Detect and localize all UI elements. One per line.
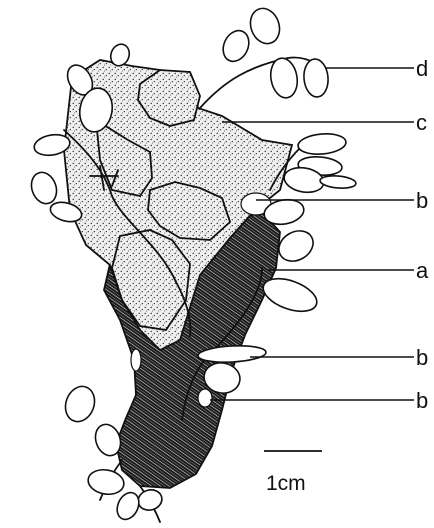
label-b-lower: b: [416, 388, 428, 413]
label-c: c: [416, 110, 427, 135]
label-a: a: [416, 258, 429, 283]
scale-bar-label: 1cm: [266, 472, 306, 495]
label-d: d: [416, 56, 428, 81]
stem-top: [200, 57, 322, 108]
hole-b-middle: [131, 349, 141, 371]
label-b-middle: b: [416, 345, 428, 370]
hole-b-lower: [198, 389, 212, 407]
label-b-upper: b: [416, 188, 428, 213]
